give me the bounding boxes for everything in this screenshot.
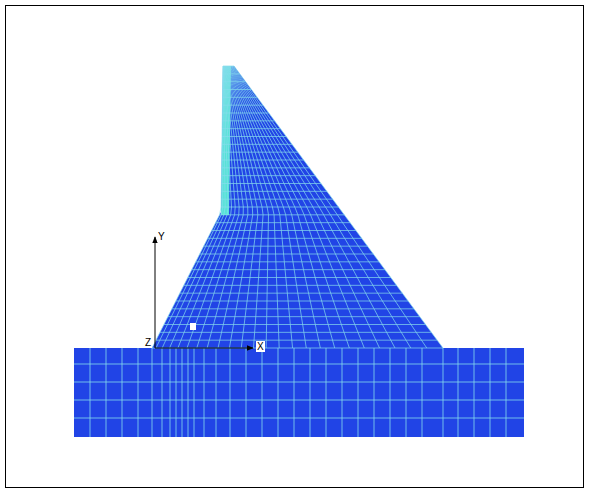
mesh-line [221,207,338,208]
foundation-block [74,348,524,437]
mesh-line [232,66,380,348]
mesh-line [208,238,362,239]
mesh-line [162,348,163,437]
y-axis [155,237,156,348]
mesh-line [188,277,391,278]
mesh-line [212,230,356,231]
mesh-line [226,66,257,348]
mesh-line [458,348,459,437]
mesh-line [90,348,91,437]
mesh-line [74,382,524,383]
mesh-line [164,324,426,325]
mesh-line [170,348,171,437]
mesh-line [406,348,407,437]
mesh-line [192,269,385,270]
mesh-line [196,261,379,262]
mesh-line [194,348,195,437]
mesh-line [204,348,205,437]
dam-mesh [152,66,443,348]
mesh-line [74,418,524,419]
mesh-line [221,191,327,192]
mesh-line [443,348,444,437]
mesh-line [178,66,232,348]
mesh-line [207,66,243,348]
mesh-line [230,348,231,437]
mesh-line [246,348,247,437]
mesh-line [176,348,177,437]
mesh-line [326,348,327,437]
dam-body [152,66,443,348]
mesh-line [233,66,426,348]
mesh-line [230,66,349,348]
mesh-line [122,348,123,437]
mesh-line [422,348,423,437]
mesh-line [234,66,443,348]
axis-label: Y [157,231,166,242]
mesh-line [342,348,343,437]
mesh-line [74,364,524,365]
mesh-line [474,348,475,437]
coordinate-axes [155,237,253,348]
mesh-line [232,66,395,348]
mesh-line [204,246,368,247]
axis-label: X [256,341,265,352]
mesh-line [160,332,431,333]
mesh-line [176,301,408,302]
mesh-line [278,348,279,437]
mesh-line [310,348,311,437]
mesh-line [170,66,229,348]
mesh-line [197,66,239,348]
mesh-line [182,348,183,437]
mesh-line [221,199,333,200]
figure-frame [6,6,584,488]
mesh-line [200,254,374,255]
mesh-line [152,348,153,437]
mesh-line [168,316,420,317]
mesh-line [162,66,225,348]
mesh-line [106,348,107,437]
mesh-line [152,348,443,349]
mesh-line [220,214,345,215]
foundation-mesh [74,348,524,437]
mesh-line [374,348,375,437]
mesh-line [216,222,351,223]
mesh-line [74,400,524,401]
mesh-line [138,348,139,437]
mesh-line [233,66,411,348]
mesh-line [184,285,397,286]
x-axis [155,348,253,349]
mesh-line [172,308,414,309]
mesh-line [156,66,223,348]
mesh-line [180,293,403,294]
marker-square [190,323,196,330]
mesh-line [188,348,189,437]
mesh-line [227,66,268,348]
axis-label: Z [144,337,152,348]
mesh-line [262,348,263,437]
mesh-line [506,348,507,437]
mesh-line [358,348,359,437]
mesh-line [390,348,391,437]
mesh-line [231,66,364,348]
mesh-line [187,66,235,348]
mesh-line [216,348,217,437]
mesh-line [156,340,437,341]
mesh-line [294,348,295,437]
mesh-line [490,348,491,437]
